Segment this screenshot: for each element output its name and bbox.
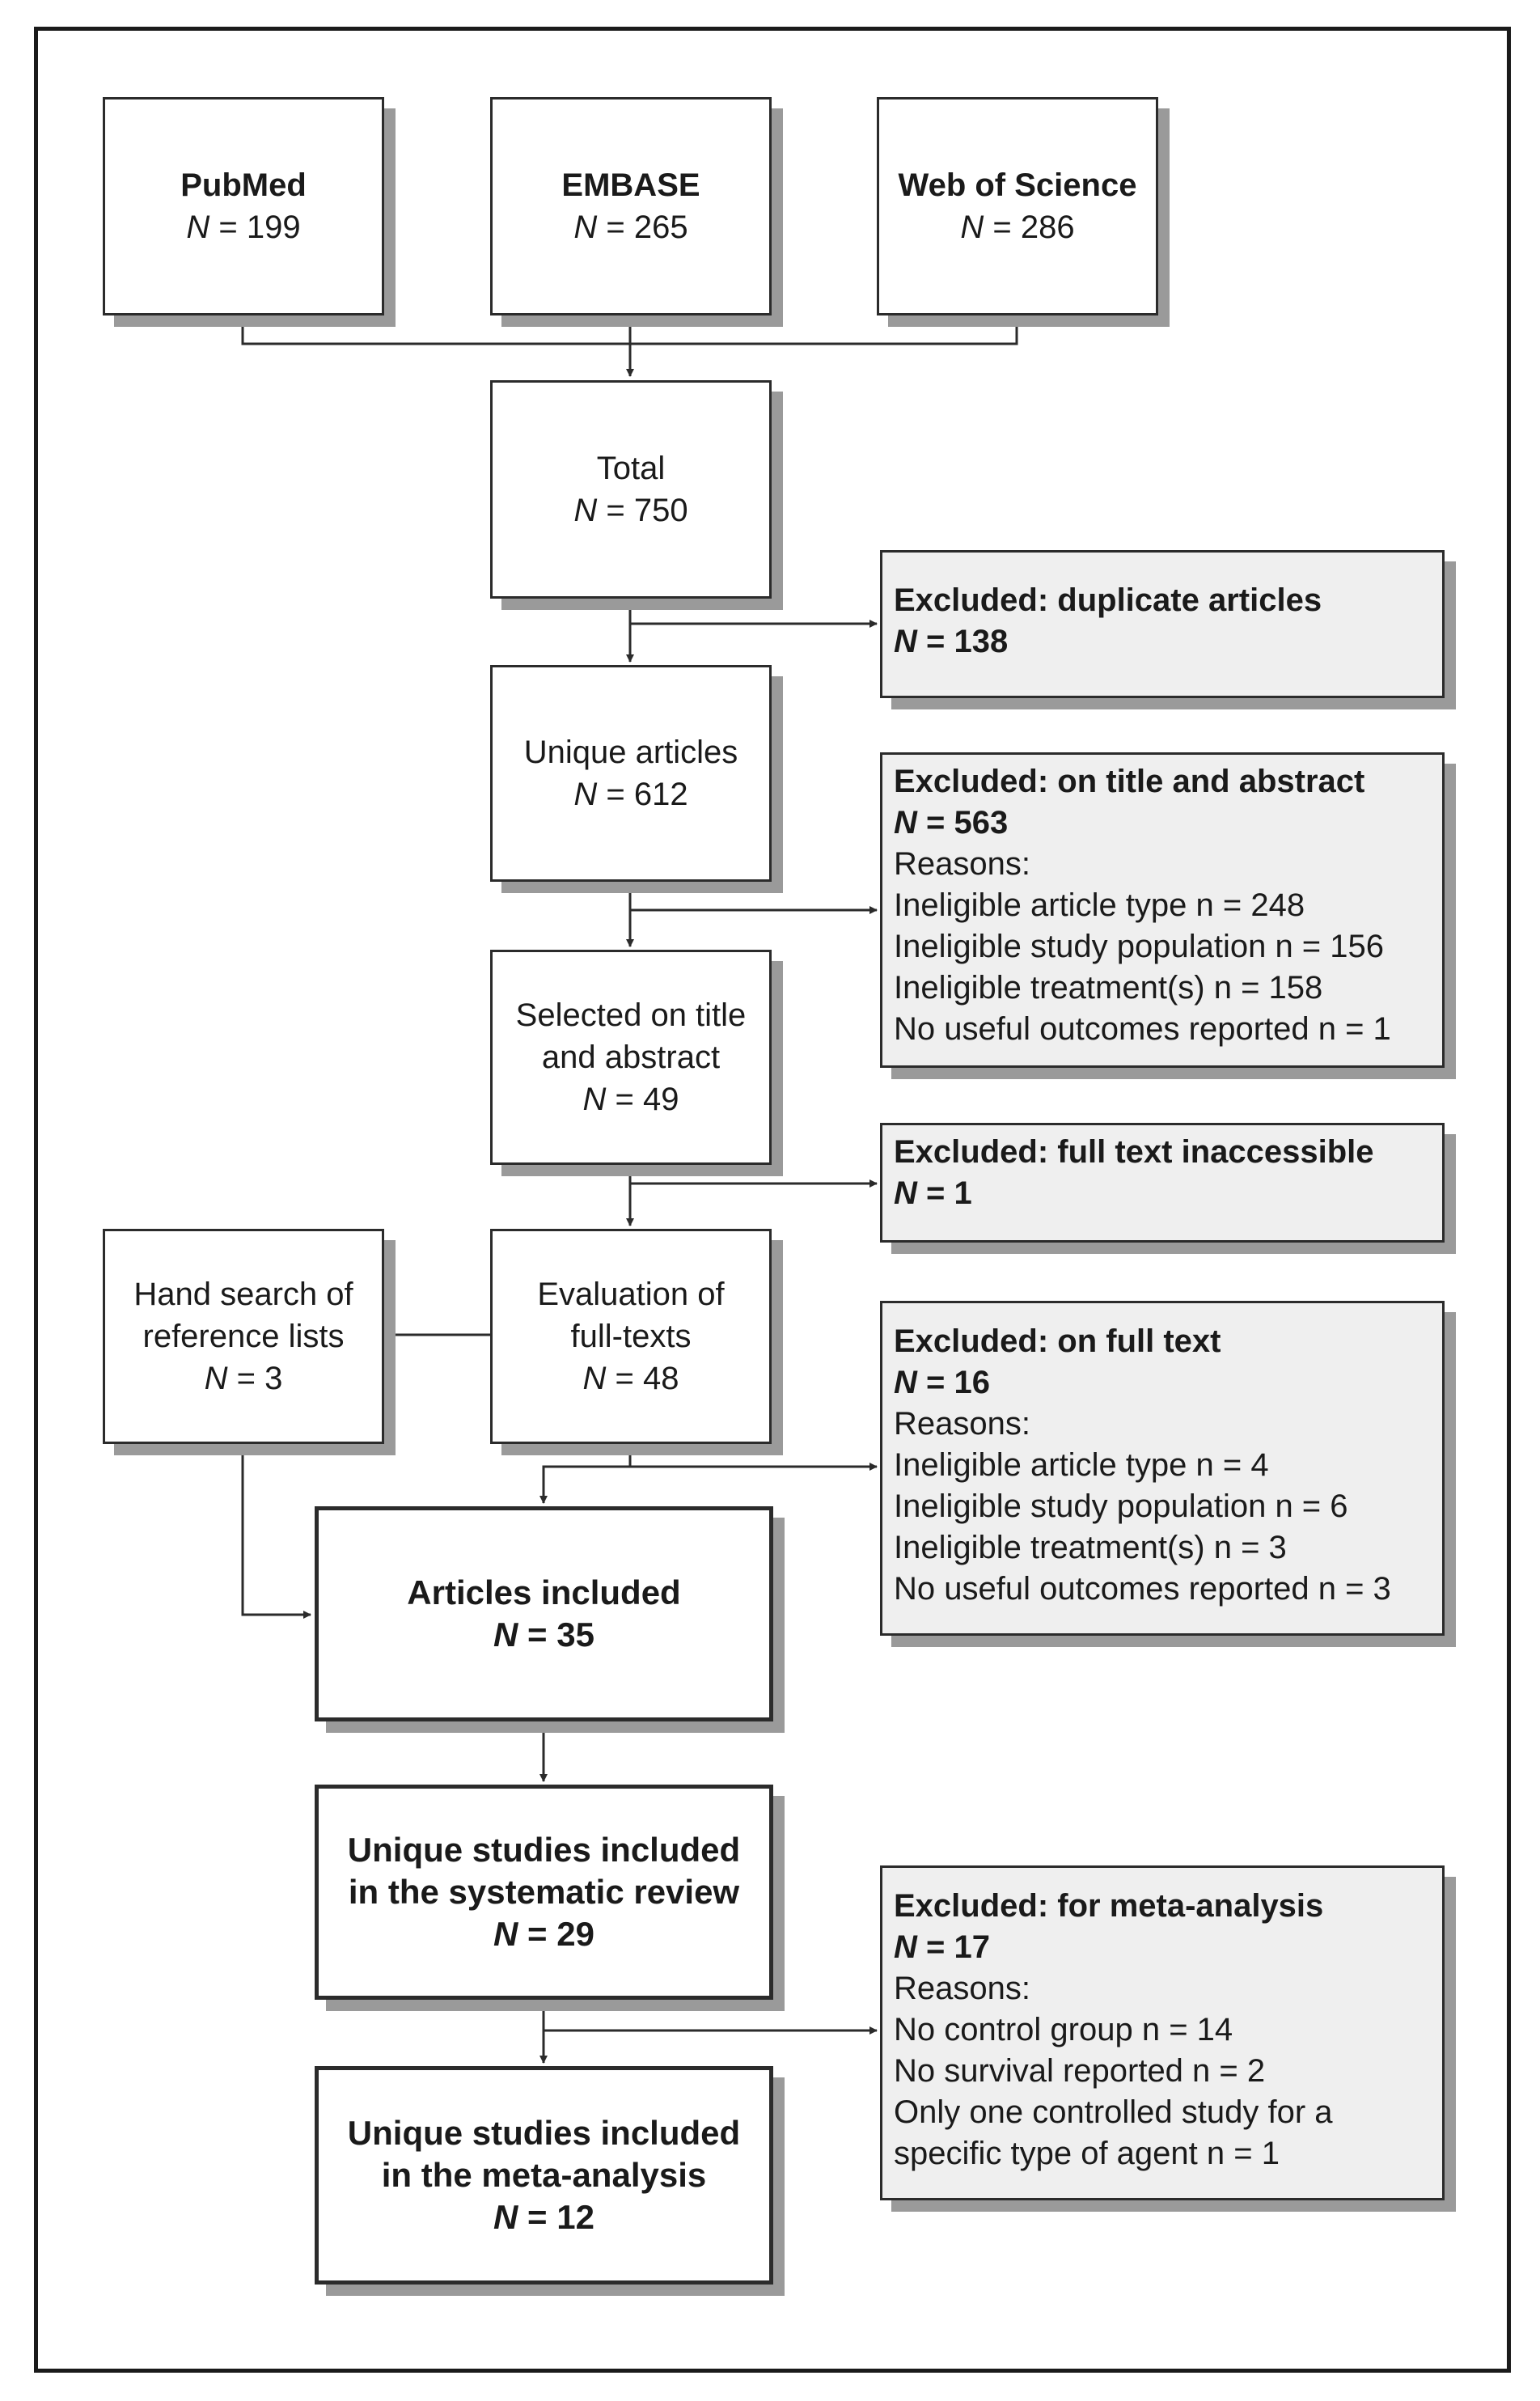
selected-label-2: and abstract (541, 1040, 721, 1075)
source-name: Web of Science (898, 167, 1137, 203)
total-count: N = 750 (573, 493, 688, 528)
reason-item: specific type of agent n = 1 (894, 2136, 1280, 2171)
excluded-count: N = 138 (894, 624, 1009, 659)
arrow-hand-to-included (241, 1444, 311, 1619)
reasons-label: Reasons: (894, 1971, 1030, 2006)
reasons-label: Reasons: (894, 846, 1030, 882)
source-count: N = 199 (186, 210, 301, 245)
source-name: EMBASE (561, 167, 700, 203)
reason-item: No survival reported n = 2 (894, 2053, 1266, 2089)
reason-item: Ineligible article type n = 248 (894, 887, 1305, 923)
excluded-title: Excluded: on full text (894, 1323, 1221, 1359)
source-box-web-of-science: Web of Science N = 286 (877, 97, 1158, 315)
excluded-title: Excluded: on title and abstract (894, 764, 1365, 799)
excluded-meta-analysis-box: Excluded: for meta-analysis N = 17 Reaso… (880, 1865, 1445, 2200)
evaluation-label-1: Evaluation of (537, 1277, 725, 1312)
unique-articles-box: Unique articles N = 612 (490, 665, 772, 882)
excluded-count: N = 17 (894, 1929, 990, 1965)
meta-analysis-box: Unique studies included in the meta-anal… (315, 2066, 773, 2285)
unique-count: N = 612 (573, 777, 688, 812)
selected-box: Selected on title and abstract N = 49 (490, 950, 772, 1165)
excluded-title-abstract-box: Excluded: on title and abstract N = 563 … (880, 752, 1445, 1068)
source-box-pubmed: PubMed N = 199 (103, 97, 384, 315)
meta-label-2: in the meta-analysis (381, 2156, 707, 2194)
reason-item: Ineligible treatment(s) n = 158 (894, 970, 1323, 1006)
included-count: N = 35 (493, 1615, 594, 1654)
reasons-label: Reasons: (894, 1406, 1030, 1442)
articles-included-box: Articles included N = 35 (315, 1506, 773, 1721)
total-label: Total (596, 451, 666, 486)
reason-item: No useful outcomes reported n = 3 (894, 1571, 1391, 1607)
excluded-title: Excluded: full text inaccessible (894, 1134, 1374, 1170)
reason-item: Ineligible treatment(s) n = 3 (894, 1530, 1287, 1565)
hand-search-count: N = 3 (204, 1361, 283, 1396)
meta-label-1: Unique studies included (347, 2114, 741, 2152)
hand-search-label-1: Hand search of (133, 1277, 353, 1312)
selected-label-1: Selected on title (515, 997, 747, 1033)
figure-frame (34, 27, 1511, 2373)
evaluation-box: Evaluation of full-texts N = 48 (490, 1229, 772, 1444)
excluded-title: Excluded: duplicate articles (894, 582, 1322, 618)
reason-item: No control group n = 14 (894, 2012, 1233, 2047)
unique-label: Unique articles (523, 735, 738, 770)
arrow-evaluation-to-included (539, 1444, 632, 1504)
hand-search-box: Hand search of reference lists N = 3 (103, 1229, 384, 1444)
systematic-count: N = 29 (493, 1915, 594, 1953)
meta-count: N = 12 (493, 2198, 594, 2236)
total-box: Total N = 750 (490, 380, 772, 599)
reason-item: No useful outcomes reported n = 1 (894, 1011, 1391, 1047)
hand-search-label-2: reference lists (142, 1319, 345, 1354)
excluded-count: N = 563 (894, 805, 1009, 841)
reason-item: Ineligible study population n = 156 (894, 929, 1385, 964)
source-name: PubMed (180, 167, 307, 203)
systematic-review-box: Unique studies included in the systemati… (315, 1785, 773, 2000)
evaluation-count: N = 48 (582, 1361, 679, 1396)
source-count: N = 265 (573, 210, 688, 245)
source-box-embase: EMBASE N = 265 (490, 97, 772, 315)
source-count: N = 286 (960, 210, 1075, 245)
excluded-full-text-box: Excluded: on full text N = 16 Reasons: I… (880, 1301, 1445, 1636)
excluded-inaccessible-box: Excluded: full text inaccessible N = 1 (880, 1123, 1445, 1243)
selected-count: N = 49 (582, 1082, 679, 1117)
included-label: Articles included (407, 1573, 681, 1611)
reason-item: Ineligible study population n = 6 (894, 1488, 1348, 1524)
evaluation-label-2: full-texts (570, 1319, 692, 1354)
reason-item: Ineligible article type n = 4 (894, 1447, 1269, 1483)
excluded-duplicates-box: Excluded: duplicate articles N = 138 (880, 550, 1445, 698)
systematic-label-2: in the systematic review (348, 1873, 740, 1911)
reason-item: Only one controlled study for a (894, 2094, 1333, 2130)
excluded-count: N = 16 (894, 1365, 990, 1400)
excluded-count: N = 1 (894, 1175, 972, 1211)
systematic-label-1: Unique studies included (347, 1831, 741, 1869)
excluded-title: Excluded: for meta-analysis (894, 1888, 1324, 1924)
